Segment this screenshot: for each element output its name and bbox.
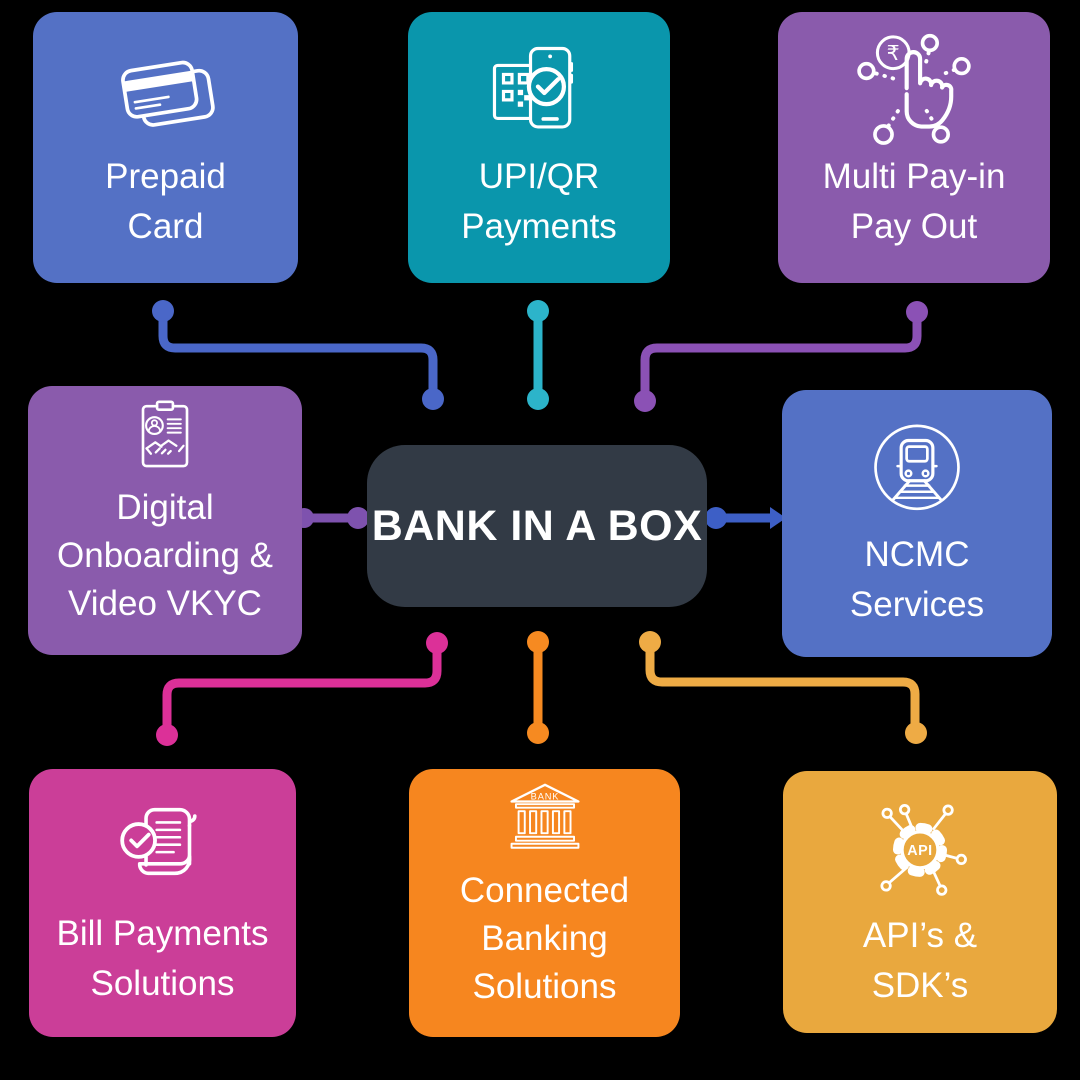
label-line: Pay Out bbox=[850, 207, 978, 246]
node-label: Bill Payments Solutions bbox=[56, 909, 268, 1009]
connector-dot bbox=[905, 722, 927, 744]
label-line: UPI/QR bbox=[478, 157, 600, 196]
label-line: Prepaid bbox=[105, 157, 226, 196]
connector-dot bbox=[634, 390, 656, 412]
connector-dot bbox=[422, 388, 444, 410]
label-line: Multi Pay-in bbox=[822, 157, 1006, 196]
label-line: Services bbox=[849, 585, 985, 624]
kyc-clipboard-icon bbox=[121, 396, 209, 478]
api-gear-icon: API bbox=[867, 795, 973, 909]
node-digital-onboarding-vkyc: Digital Onboarding & Video VKYC bbox=[28, 386, 302, 655]
label-line: Card bbox=[127, 207, 204, 246]
connector-dot bbox=[347, 507, 369, 529]
phone-qr-check-icon bbox=[486, 36, 592, 150]
connector-dot bbox=[156, 724, 178, 746]
connector-dot bbox=[527, 388, 549, 410]
node-label: UPI/QR Payments bbox=[461, 152, 617, 252]
node-prepaid-card: Prepaid Card bbox=[33, 12, 298, 283]
connector-dot bbox=[426, 632, 448, 654]
center-node-bank-in-a-box: BANK IN A BOX bbox=[367, 445, 707, 607]
svg-text:API: API bbox=[907, 843, 932, 859]
metro-train-icon bbox=[856, 414, 978, 528]
label-line: Payments bbox=[461, 207, 617, 246]
svg-text:₹: ₹ bbox=[887, 42, 900, 65]
node-apis-sdks: API API’s & SDK’s bbox=[783, 771, 1057, 1033]
connector-dot bbox=[906, 301, 928, 323]
label-line: Onboarding & bbox=[57, 536, 273, 575]
tap-rupee-network-icon: ₹ bbox=[853, 33, 975, 150]
label-line: SDK’s bbox=[871, 966, 969, 1005]
connector-dot bbox=[527, 300, 549, 322]
connector-dot bbox=[527, 631, 549, 653]
node-label: Multi Pay-in Pay Out bbox=[823, 152, 1006, 252]
node-upi-qr-payments: UPI/QR Payments bbox=[408, 12, 670, 283]
label-line: Digital bbox=[116, 488, 214, 527]
node-ncmc-services: NCMC Services bbox=[782, 390, 1052, 657]
svg-text:BANK: BANK bbox=[530, 791, 559, 801]
node-label: Prepaid Card bbox=[105, 152, 226, 252]
center-label: BANK IN A BOX bbox=[371, 501, 703, 550]
label-line: Banking bbox=[481, 919, 608, 958]
label-line: Connected bbox=[459, 871, 630, 910]
node-bill-payments-solutions: Bill Payments Solutions bbox=[29, 769, 296, 1037]
connector-multi-pay bbox=[640, 307, 922, 406]
node-label: NCMC Services bbox=[850, 530, 984, 630]
connector-dot bbox=[527, 722, 549, 744]
node-label: Connected Banking Solutions bbox=[460, 867, 629, 1011]
connector-dot bbox=[639, 631, 661, 653]
label-line: Video VKYC bbox=[68, 584, 262, 623]
connector-dot bbox=[705, 507, 727, 529]
label-line: API’s & bbox=[862, 916, 978, 955]
node-label: Digital Onboarding & Video VKYC bbox=[57, 484, 273, 628]
connector-dot bbox=[152, 300, 174, 322]
label-line: Solutions bbox=[472, 967, 617, 1006]
bank-building-icon: BANK bbox=[501, 779, 589, 861]
label-line: Solutions bbox=[90, 964, 235, 1003]
connector-bill-payments bbox=[162, 638, 442, 740]
node-connected-banking-solutions: BANK Connected Banking Solutions bbox=[409, 769, 680, 1037]
label-line: NCMC bbox=[864, 535, 970, 574]
label-line: Bill Payments bbox=[56, 914, 269, 953]
node-label: API’s & SDK’s bbox=[863, 911, 977, 1011]
bill-scroll-check-icon bbox=[110, 793, 216, 907]
credit-card-icon bbox=[113, 36, 219, 150]
node-multi-pay-in-pay-out: ₹ Multi Pay-in Pay Out bbox=[778, 12, 1050, 283]
